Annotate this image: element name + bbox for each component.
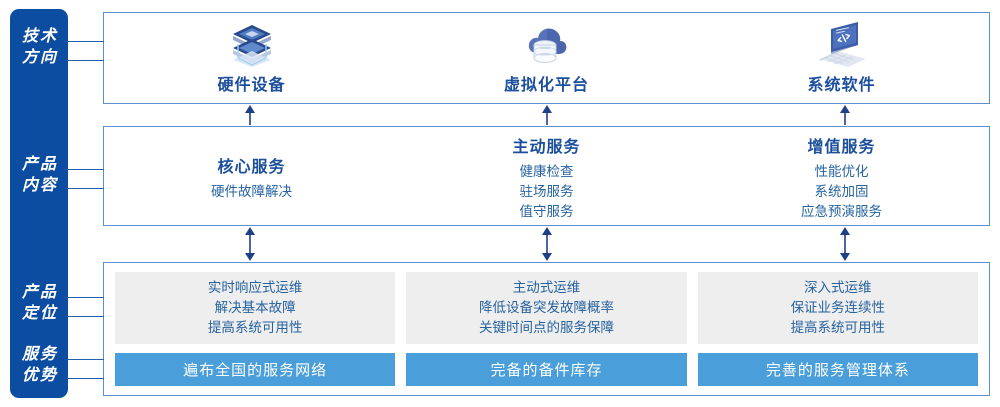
positioning-line: 主动式运维 [512,280,581,295]
arrow-double-core [243,227,257,261]
advantage-bar-management[interactable]: 完善的服务管理体系 [697,353,978,386]
tech-item-title: 系统软件 [807,77,876,94]
arrow-up-system-software [838,105,852,125]
positioning-line: 实时响应式运维 [207,280,303,295]
content-item-line: 健康检查 [519,163,574,179]
connector-line [68,316,104,317]
positioning-line: 深入式运维 [804,280,872,295]
rail-label-line: 技术 [21,28,58,45]
content-item-title: 增值服务 [807,138,876,156]
advantage-bar-spare-parts[interactable]: 完备的备件库存 [406,353,687,386]
positioning-card-indepth[interactable]: 深入式运维 保证业务连续性 提高系统可用性 [697,272,978,344]
rail-label-line: 服务 [21,346,58,363]
arrow-double-proactive [540,227,554,261]
connector-line [68,188,104,189]
connector-line [68,297,104,298]
tech-item-virtualization[interactable]: 虚拟化平台 [399,21,694,95]
rail-label-line: 定位 [21,305,58,322]
tech-item-hardware[interactable]: 硬件设备 [104,21,399,95]
content-item-line: 应急预演服务 [801,203,882,219]
positioning-row: 实时响应式运维 解决基本故障 提高系统可用性 主动式运维 降低设备突发故障概率 … [115,272,978,344]
category-rail [10,9,68,398]
connector-line [68,41,104,42]
positioning-line: 提高系统可用性 [207,320,303,335]
arrow-up-virtualization [540,105,554,125]
product-content-panel: 核心服务 硬件故障解决 主动服务 健康检查 驻场服务 值守服务 增值服务 性能优… [103,126,990,226]
cloud-database-icon [528,28,566,63]
content-item-line: 驻场服务 [519,183,574,199]
arrow-up-hardware [243,105,257,125]
laptop-code-icon [819,22,866,67]
content-item-value-added-service[interactable]: 增值服务 性能优化 系统加固 应急预演服务 [694,127,989,225]
rail-label-service-advantage: 服务 优势 [10,344,68,386]
positioning-card-realtime[interactable]: 实时响应式运维 解决基本故障 提高系统可用性 [115,272,396,344]
tech-item-title: 硬件设备 [217,77,286,94]
rail-label-line: 优势 [21,367,58,384]
connector-line [68,60,104,61]
positioning-line: 提高系统可用性 [790,320,886,335]
arrow-double-value-added [838,227,852,261]
content-item-proactive-service[interactable]: 主动服务 健康检查 驻场服务 值守服务 [399,127,694,225]
rail-label-line: 产品 [21,284,58,301]
content-item-line: 值守服务 [519,203,574,219]
positioning-line: 解决基本故障 [214,300,296,315]
connector-line [68,359,104,360]
connector-line [68,169,104,170]
advantage-bar-network[interactable]: 遍布全国的服务网络 [115,353,396,386]
positioning-line: 保证业务连续性 [790,300,886,315]
rail-label-tech-direction: 技术 方向 [10,26,68,68]
rail-label-product-content: 产品 内容 [10,154,68,196]
content-item-line: 硬件故障解决 [211,183,292,199]
tech-item-title: 虚拟化平台 [503,77,589,94]
tech-item-system-software[interactable]: 系统软件 [694,21,989,95]
connector-line [68,378,104,379]
rail-label-line: 内容 [21,177,58,194]
content-item-line: 系统加固 [814,183,869,199]
content-item-core-service[interactable]: 核心服务 硬件故障解决 [104,127,399,225]
rail-label-line: 产品 [21,156,58,173]
positioning-line: 降低设备突发故障概率 [478,300,614,315]
content-item-line: 性能优化 [814,163,869,179]
positioning-card-proactive[interactable]: 主动式运维 降低设备突发故障概率 关键时间点的服务保障 [406,272,687,344]
server-stack-icon [232,25,271,67]
rail-label-product-positioning: 产品 定位 [10,282,68,324]
content-item-title: 核心服务 [217,158,286,176]
advantage-row: 遍布全国的服务网络 完备的备件库存 完善的服务管理体系 [115,353,978,386]
positioning-advantage-panel: 实时响应式运维 解决基本故障 提高系统可用性 主动式运维 降低设备突发故障概率 … [103,262,990,396]
tech-direction-panel: 硬件设备 虚拟化平台 [103,12,990,104]
rail-label-line: 方向 [21,49,58,66]
content-item-title: 主动服务 [512,138,581,156]
positioning-line: 关键时间点的服务保障 [478,320,614,335]
